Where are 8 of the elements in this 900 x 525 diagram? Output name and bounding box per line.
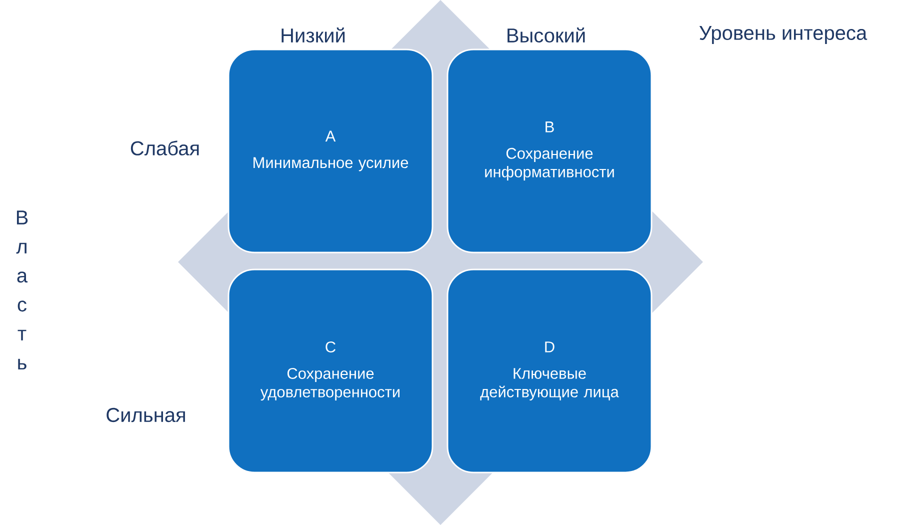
quadrant-box: C Сохранение удовлетворенности [228,268,434,474]
axis-label: Сильная [106,408,185,422]
axis-label: Уровень интереса [699,26,868,44]
quadrant-box: A Минимальное усилие [228,48,434,254]
axis-label: Слабая [130,140,199,156]
quadrant-box: B Сохранение информативности [446,48,652,254]
quadrant-box: D Ключевые действующие лица [446,268,652,474]
axis-label: Власть [16,210,28,370]
